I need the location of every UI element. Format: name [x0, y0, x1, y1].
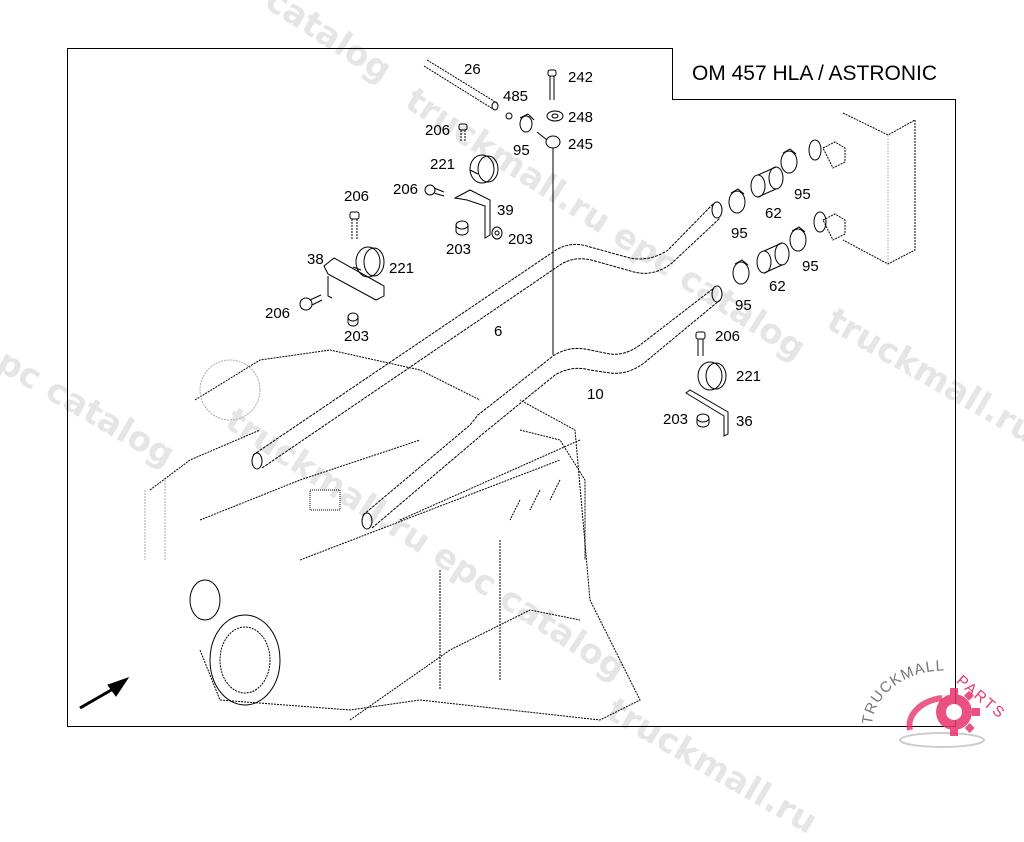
fitting-245	[536, 131, 561, 355]
nut-203-lower	[696, 413, 710, 428]
callout-95[interactable]: 95	[794, 186, 811, 203]
callout-206[interactable]: 206	[425, 122, 451, 139]
callout-95[interactable]: 95	[513, 142, 530, 159]
callout-39[interactable]: 39	[497, 202, 514, 219]
callout-248[interactable]: 248	[568, 109, 594, 126]
callout-206[interactable]: 206	[715, 328, 741, 345]
bolt-242	[547, 69, 557, 100]
callout-203[interactable]: 203	[663, 411, 689, 428]
bracket-38	[323, 257, 385, 301]
callout-203[interactable]: 203	[344, 328, 370, 345]
nut-203-mid	[347, 312, 359, 327]
heat-exchanger	[808, 112, 916, 265]
svg-text:TRUCKMALL: TRUCKMALL	[862, 657, 945, 725]
callout-95[interactable]: 95	[731, 225, 748, 242]
callout-26[interactable]: 26	[464, 61, 481, 78]
callout-242[interactable]: 242	[568, 69, 594, 86]
callout-95[interactable]: 95	[802, 258, 819, 275]
bracket-39	[453, 189, 491, 239]
bolt-206-lower	[695, 331, 706, 356]
bolt-206-upper	[458, 123, 468, 142]
callout-62[interactable]: 62	[769, 278, 786, 295]
drawing-frame	[67, 48, 956, 727]
bolt-206-left	[299, 294, 323, 311]
arrow-up-right-icon	[79, 677, 130, 710]
callout-203[interactable]: 203	[508, 231, 534, 248]
exploded-view-drawing	[79, 59, 916, 721]
hose-10	[361, 285, 723, 530]
callout-221[interactable]: 221	[736, 368, 762, 385]
callout-221[interactable]: 221	[430, 156, 456, 173]
grommet-221-mid	[352, 246, 385, 278]
diagram-title: OM 457 HLA / ASTRONIC	[672, 48, 956, 100]
washer-248	[546, 110, 564, 122]
callout-206[interactable]: 206	[393, 181, 419, 198]
callout-95[interactable]: 95	[735, 297, 752, 314]
truckmall-parts-logo: TRUCKMALL PARTS	[859, 650, 1024, 750]
grommet-221-upper	[469, 154, 499, 184]
pipe-26	[423, 59, 499, 111]
bolt-206-side	[424, 184, 445, 197]
callout-36[interactable]: 36	[736, 413, 753, 430]
clamp-95-r3	[732, 259, 750, 285]
clamp-95-r4	[789, 226, 807, 252]
callout-10[interactable]: 10	[587, 386, 604, 403]
clamp-95-r1	[728, 188, 746, 214]
callout-245[interactable]: 245	[568, 136, 594, 153]
nut-203-upper-left	[455, 220, 469, 236]
logo-text-left: TRUCKMALL	[859, 657, 944, 725]
part-485	[505, 112, 513, 120]
clamp-95-top	[519, 113, 535, 133]
callout-203[interactable]: 203	[446, 241, 472, 258]
callout-221[interactable]: 221	[389, 260, 415, 277]
callout-62[interactable]: 62	[765, 205, 782, 222]
sleeve-62-upper	[750, 166, 784, 198]
sleeve-62-lower	[756, 242, 790, 274]
bolt-206-mid	[349, 211, 360, 240]
callout-206[interactable]: 206	[265, 305, 291, 322]
grommet-221-lower	[697, 361, 727, 391]
nut-203-upper-right	[491, 226, 503, 240]
callout-485[interactable]: 485	[503, 88, 529, 105]
hose-6	[251, 201, 723, 470]
callout-206[interactable]: 206	[344, 188, 370, 205]
callout-38[interactable]: 38	[307, 251, 324, 268]
engine-block	[144, 349, 641, 721]
bracket-36	[685, 389, 729, 437]
callout-6[interactable]: 6	[494, 323, 503, 340]
clamp-95-r2	[780, 148, 798, 174]
gear-icon: TRUCKMALL	[859, 657, 985, 748]
